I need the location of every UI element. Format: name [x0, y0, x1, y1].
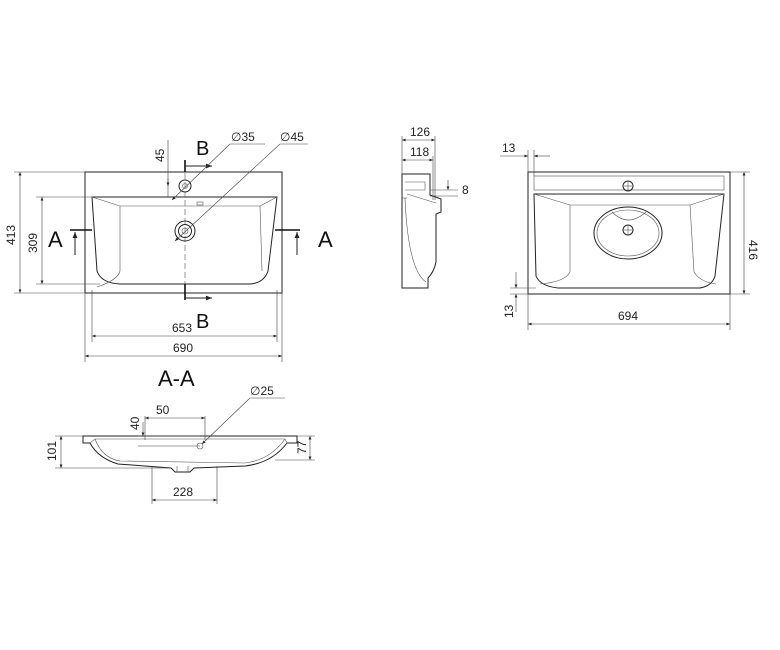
dia-overflow: ∅25: [250, 384, 274, 398]
section-view: A-A 50 40 ∅25 101 77: [45, 366, 315, 504]
dim-50: 50: [156, 403, 170, 417]
section-b-label-top: B: [196, 138, 209, 160]
basin-outer-outline: [84, 171, 283, 294]
dim-228: 228: [173, 485, 193, 499]
dim-width-outer: 690: [173, 341, 193, 355]
section-b-label-bottom: B: [196, 311, 209, 333]
dim-hole-offset: 45: [153, 148, 167, 162]
side-view: 126 118 8: [401, 125, 469, 289]
section-a-label-right: A: [318, 227, 333, 252]
right-view: 13 416 13 694: [500, 141, 760, 330]
right-outer-outline: [527, 171, 731, 295]
dim-height-inner: 309: [26, 233, 40, 253]
dim-40: 40: [128, 416, 142, 430]
dim-416: 416: [746, 240, 760, 260]
dia-tap-hole: ∅35: [231, 130, 255, 144]
dia-drain: ∅45: [280, 130, 304, 144]
basin-bowl-outline: [91, 196, 278, 285]
dim-694: 694: [618, 309, 638, 323]
dim-13-top: 13: [502, 141, 516, 155]
dim-126: 126: [410, 125, 430, 139]
section-title: A-A: [158, 366, 195, 391]
section-a-label-left: A: [48, 227, 63, 252]
right-bowl-outline: [533, 193, 725, 289]
dim-8: 8: [462, 183, 469, 197]
section-outline: [82, 435, 298, 473]
side-profile-outline: [401, 173, 442, 289]
dim-77: 77: [295, 440, 309, 454]
dim-width-inner: 653: [172, 321, 192, 335]
right-tap-hole: [622, 180, 634, 192]
dim-13-bottom: 13: [502, 304, 516, 318]
top-view: B B A A 45 ∅35 ∅45 413 309 653: [4, 130, 333, 362]
dim-height-outer: 413: [4, 225, 18, 245]
dim-101: 101: [45, 441, 59, 461]
right-basin-oval: [593, 206, 663, 260]
dim-118: 118: [410, 145, 429, 159]
